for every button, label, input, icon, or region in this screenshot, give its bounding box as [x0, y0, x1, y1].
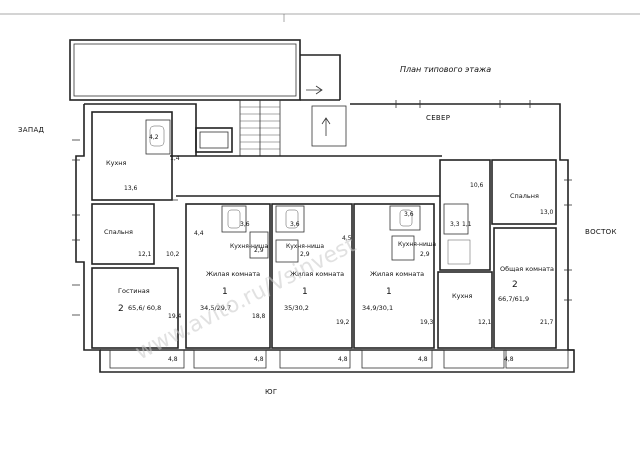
- apt2-kitchen-niche: Кухня-ниша: [230, 243, 268, 250]
- apt5-wc-area: 1,1: [462, 221, 472, 228]
- apt4-total: 34,9/30,1: [362, 304, 393, 312]
- apt1-living-area: 19,4: [168, 313, 182, 320]
- apt5-bedroom-area: 13,0: [540, 209, 554, 216]
- apt5-hall-area: 10,6: [470, 182, 484, 189]
- direction-west: ЗАПАД: [18, 126, 45, 134]
- apt3-living: Жилая комната: [290, 270, 344, 278]
- apt5-living-area: 21,7: [540, 319, 554, 326]
- apt1-bedroom: Спальня: [104, 228, 133, 236]
- apt5-balcony-area: 4,8: [504, 356, 514, 363]
- apt1-balcony-area: 4,8: [168, 356, 178, 363]
- plan-title: План типового этажа: [400, 65, 491, 74]
- apt1-kitchen-area: 13,6: [124, 185, 138, 192]
- apt4-bath-area: 3,6: [404, 211, 414, 218]
- north-block: [69, 39, 347, 157]
- apt1-corridor-area: 10,2: [166, 251, 180, 258]
- apt5-living: Общая комната: [500, 265, 554, 273]
- apt2-number: 1: [222, 287, 228, 297]
- apartment-5: [437, 159, 569, 369]
- apt3-total: 35/30,2: [284, 304, 309, 312]
- apt2-balcony-area: 4,8: [254, 356, 264, 363]
- apt2-hall-area: 4,4: [194, 230, 204, 237]
- apartment-4: [353, 203, 435, 369]
- apt4-living-area: 19,3: [420, 319, 434, 326]
- apt2-niche-area: 2,9: [254, 247, 264, 254]
- apartment-2: [185, 203, 271, 369]
- apt1-living: Гостиная: [118, 287, 150, 295]
- apt4-living: Жилая комната: [370, 270, 424, 278]
- apt1-kitchen: Кухня: [106, 159, 127, 167]
- apt3-hall-area: 4,5: [342, 235, 352, 242]
- apt1-total: 65,6/ 60,8: [128, 304, 161, 312]
- apt4-balcony-area: 4,8: [418, 356, 428, 363]
- apt3-bath-area: 3,6: [290, 221, 300, 228]
- apt2-living: Жилая комната: [206, 270, 260, 278]
- apt2-total: 34,5/29,7: [200, 304, 231, 312]
- apartment-3: [271, 203, 353, 369]
- apartment-1: [91, 111, 185, 369]
- apt1-wc-area: 1,4: [170, 155, 180, 162]
- windows: [72, 100, 572, 316]
- apt3-niche-area: 2,9: [300, 251, 310, 258]
- apt4-number: 1: [386, 287, 392, 297]
- apt5-total: 66,7/61,9: [498, 295, 529, 303]
- apt5-bath-area: 3,3: [450, 221, 460, 228]
- apt4-kitchen-niche: Кухня-ниша: [398, 241, 436, 248]
- apt5-number: 2: [512, 280, 518, 290]
- apt1-bath-area: 4,2: [149, 134, 159, 141]
- direction-north: СЕВЕР: [426, 114, 450, 122]
- apt3-kitchen-niche: Кухня-ниша: [286, 243, 324, 250]
- apt4-niche-area: 2,9: [420, 251, 430, 258]
- apt5-kitchen-area: 12,1: [478, 319, 492, 326]
- apt2-bath-area: 3,6: [240, 221, 250, 228]
- apt1-bedroom-area: 12,1: [138, 251, 152, 258]
- apt5-kitchen: Кухня: [452, 292, 473, 300]
- apt5-bedroom: Спальня: [510, 192, 539, 200]
- direction-south: ЮГ: [265, 388, 277, 396]
- apt3-balcony-area: 4,8: [338, 356, 348, 363]
- direction-east: ВОСТОК: [585, 228, 617, 236]
- apt3-living-area: 19,2: [336, 319, 350, 326]
- apt1-number: 2: [118, 304, 124, 314]
- apt2-living-area: 18,8: [252, 313, 266, 320]
- apt3-number: 1: [302, 287, 308, 297]
